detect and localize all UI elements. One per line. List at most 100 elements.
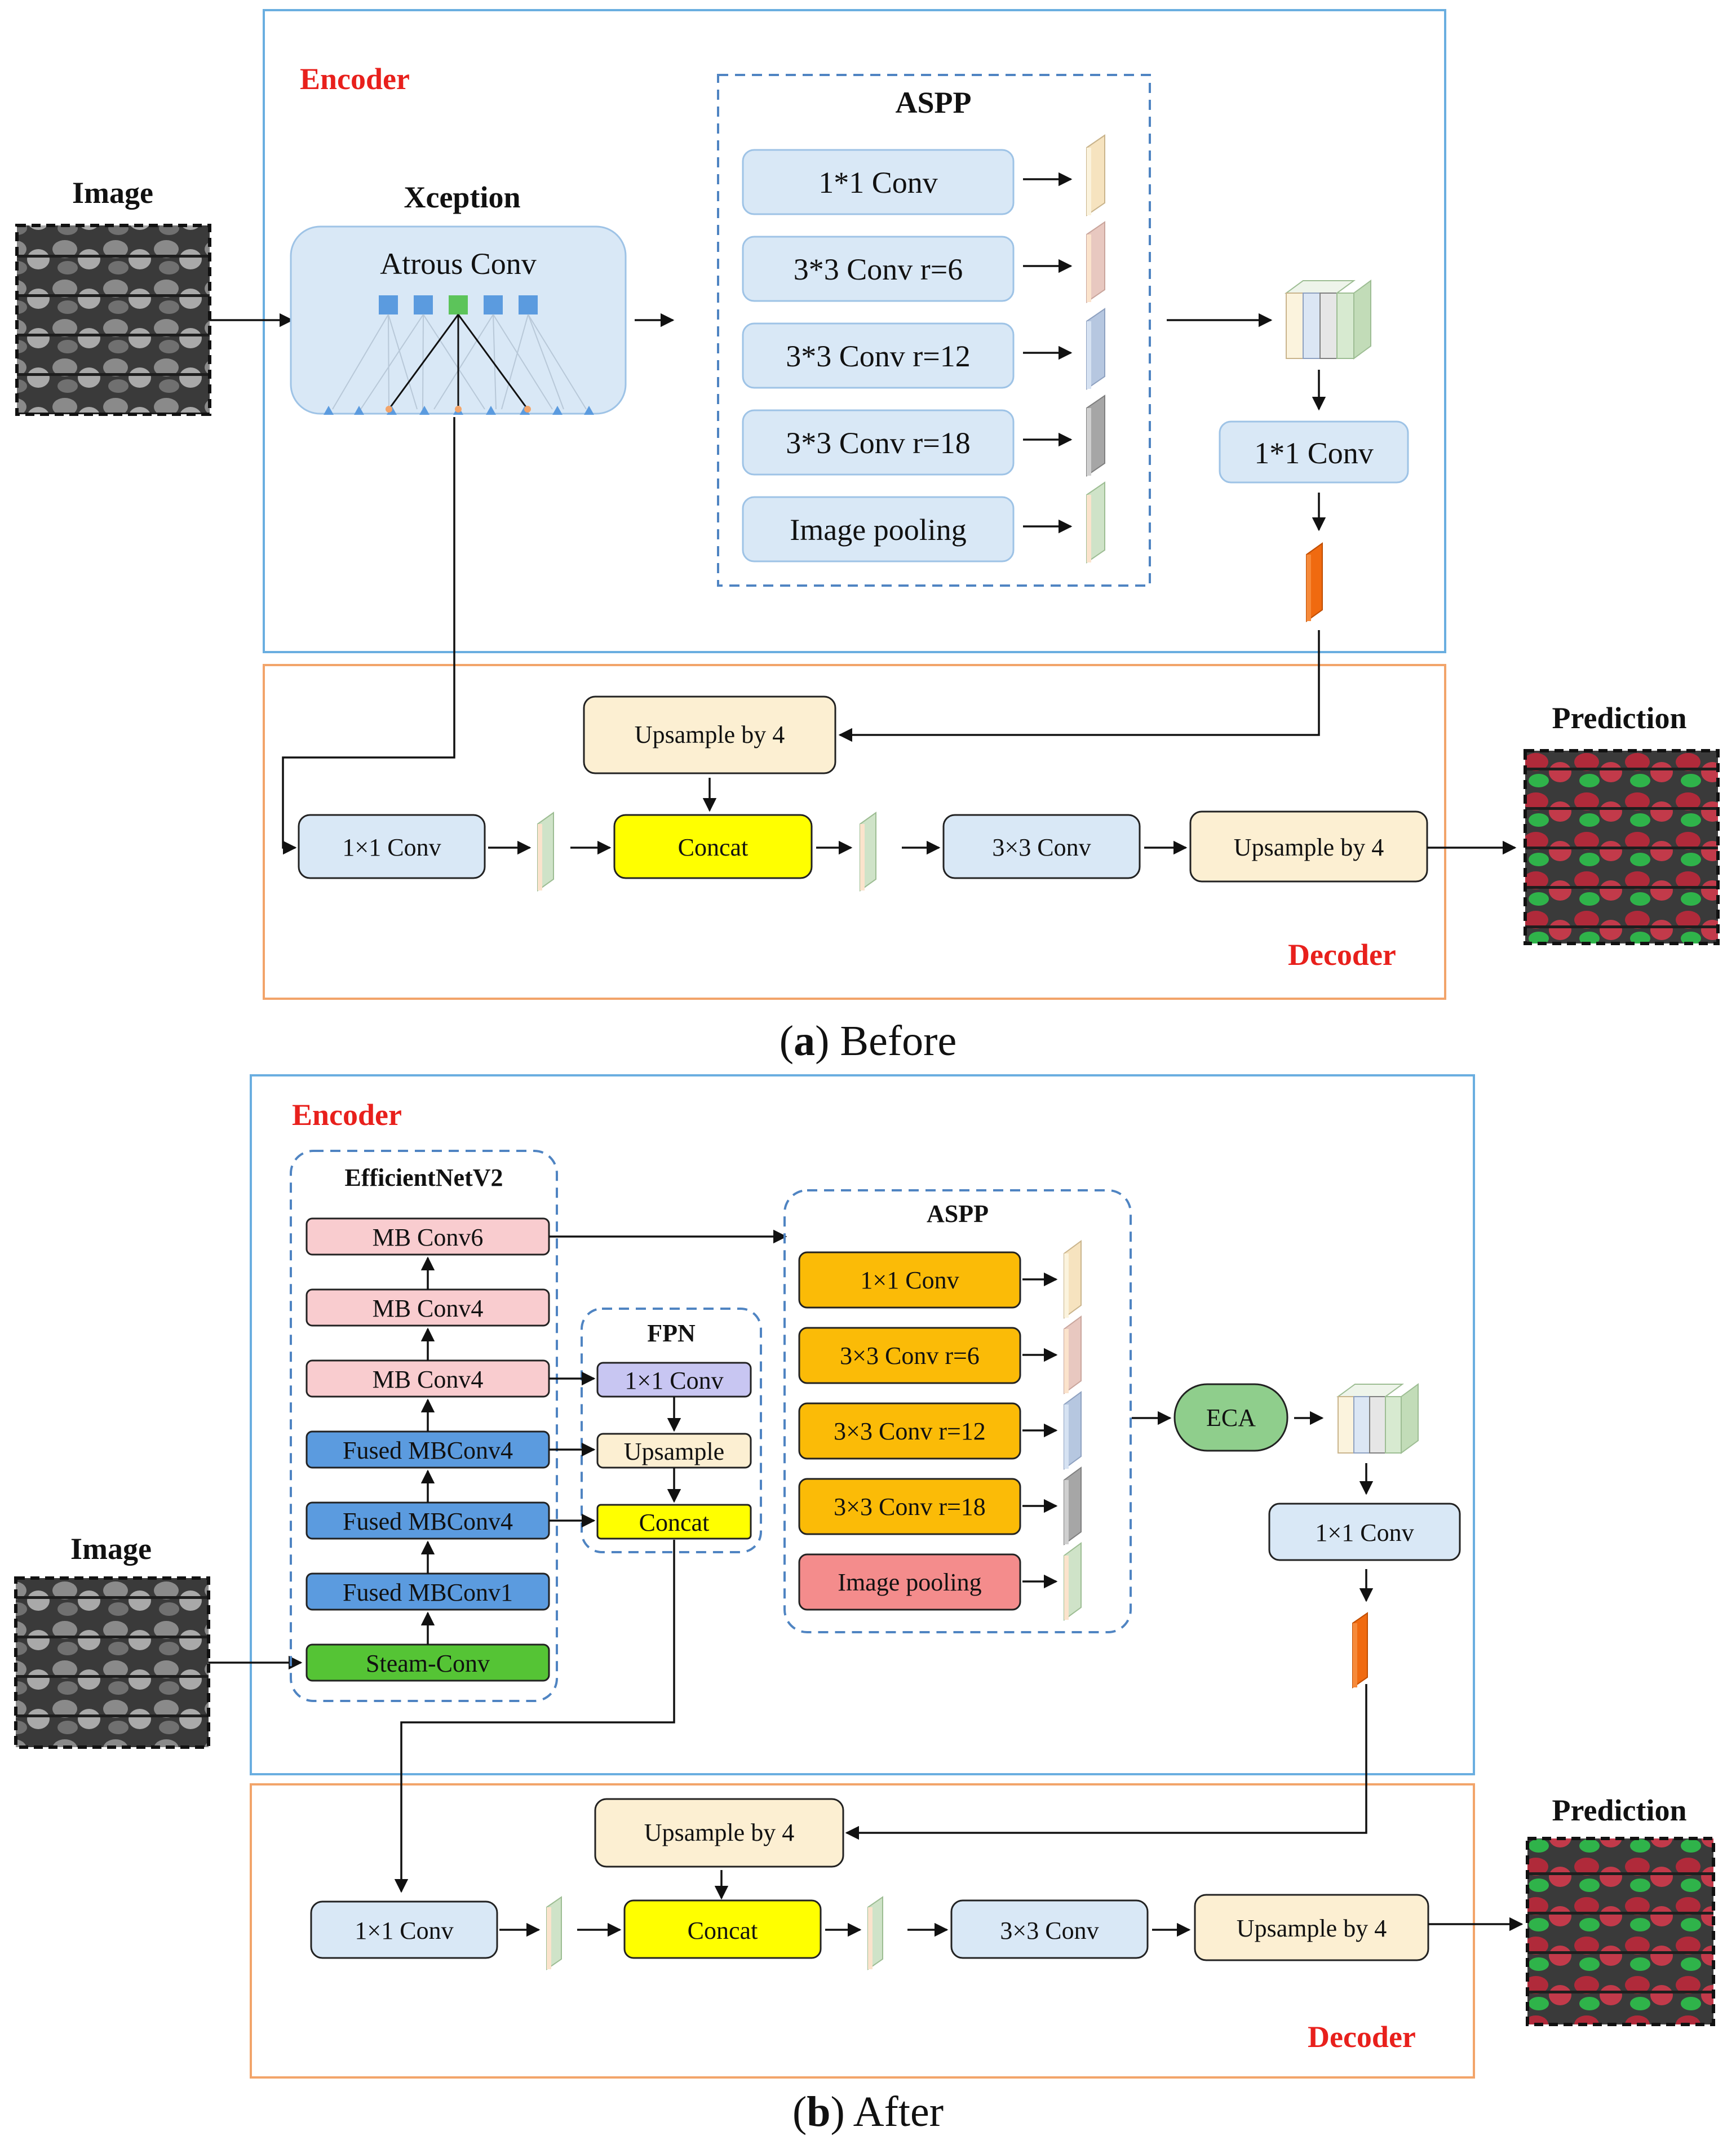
encoder-to-upsample-arrow xyxy=(838,630,1320,742)
encoder-panel xyxy=(250,1074,1475,1775)
aspp-1x1-conv-label: 1*1 Conv xyxy=(818,166,938,200)
input-image xyxy=(15,224,211,416)
prediction-label: Prediction xyxy=(1552,1793,1687,1827)
low-level-skip-arrow xyxy=(282,417,455,855)
caption-a: (a) Before xyxy=(780,1017,956,1065)
input-image xyxy=(14,1576,210,1749)
eca-block xyxy=(1173,1383,1288,1452)
prediction-image xyxy=(1524,749,1720,945)
decoder-3x3-conv-label: 3×3 Conv xyxy=(1000,1917,1099,1944)
image-label: Image xyxy=(70,1532,152,1566)
upsample-by-4-out xyxy=(1189,810,1428,883)
aspp-image-pooling xyxy=(742,496,1015,562)
aspp-3x3-conv-r12 xyxy=(742,322,1015,389)
concatenated-feature-stack xyxy=(1336,1383,1419,1454)
fpn-group xyxy=(581,1308,762,1553)
concat-block xyxy=(623,1899,822,1959)
aspp-3x3-conv-r6 xyxy=(742,236,1015,302)
panel-a: Encoder Decoder Image Xception Atrous Co… xyxy=(15,9,1720,1065)
caption-b: (b) After xyxy=(792,2088,944,2135)
aspp-branch-1: 1*1 Conv xyxy=(742,134,1105,216)
aspp-title: ASPP xyxy=(896,86,972,119)
encoder-title: Encoder xyxy=(292,1098,402,1132)
atrous-conv-glyph xyxy=(324,295,594,415)
aspp-branch-2: 3*3 Conv r=6 xyxy=(742,221,1105,303)
image-label: Image xyxy=(72,176,153,210)
low-level-1x1-conv xyxy=(298,814,486,879)
low-level-1x1-conv xyxy=(310,1900,498,1959)
fpn-upsample-label: Upsample xyxy=(624,1438,724,1465)
aspp-3x3-conv-r12 xyxy=(798,1402,1021,1460)
backbone-title: EfficientNetV2 xyxy=(344,1164,503,1191)
mb-conv4-lower-label: MB Conv4 xyxy=(373,1366,484,1393)
decoder-panel xyxy=(263,664,1446,1000)
aspp-branch-2: 3×3 Conv r=6 xyxy=(798,1315,1082,1394)
decoder-panel xyxy=(250,1783,1475,2079)
fpn-concat-label: Concat xyxy=(639,1509,710,1536)
aspp-3x3-conv-r6-label: 3*3 Conv r=6 xyxy=(794,252,963,286)
upsample-by-4-out-label: Upsample by 4 xyxy=(1234,834,1384,861)
aspp-image-pooling-label: Image pooling xyxy=(790,513,966,547)
concat-block xyxy=(613,814,813,879)
eca-label: ECA xyxy=(1206,1404,1256,1432)
aspp-title: ASPP xyxy=(927,1200,989,1228)
decoder-title: Decoder xyxy=(1308,2020,1416,2054)
concatenated-feature-stack xyxy=(1284,280,1371,360)
aspp-branch-4: 3*3 Conv r=18 xyxy=(742,395,1105,477)
aspp-1x1-conv xyxy=(742,149,1015,215)
post-aspp-1x1-conv xyxy=(1219,420,1409,484)
aspp-3x3-conv-r6-label: 3×3 Conv r=6 xyxy=(840,1342,980,1370)
fpn-title: FPN xyxy=(647,1319,696,1347)
upsample-by-4-top-label: Upsample by 4 xyxy=(635,721,785,748)
aspp-image-pooling xyxy=(798,1553,1021,1611)
fpn-1x1-conv-label: 1×1 Conv xyxy=(625,1367,723,1394)
aspp-3x3-conv-r18-label: 3×3 Conv r=18 xyxy=(834,1493,986,1521)
aspp-branch-3: 3*3 Conv r=12 xyxy=(742,308,1105,390)
post-aspp-1x1-conv-label: 1*1 Conv xyxy=(1254,436,1374,470)
decoder-3x3-conv-label: 3×3 Conv xyxy=(992,834,1091,861)
upsample-by-4-out xyxy=(1194,1894,1429,1961)
upsample-by-4-top xyxy=(583,695,836,774)
post-aspp-1x1-conv-label: 1×1 Conv xyxy=(1315,1519,1414,1547)
encoder-panel xyxy=(263,9,1446,653)
aspp-3x3-conv-r18-label: 3*3 Conv r=18 xyxy=(786,426,970,460)
upsample-by-4-top xyxy=(594,1798,844,1868)
aspp-3x3-conv-r18 xyxy=(798,1478,1021,1535)
concat-label: Concat xyxy=(678,834,749,861)
fused-mbconv4-lower-label: Fused MBConv4 xyxy=(343,1508,513,1535)
prediction-image xyxy=(1526,1837,1715,2026)
fpn-skip-arrow xyxy=(394,1540,675,1893)
aspp-branch-5: Image pooling xyxy=(798,1542,1082,1621)
low-level-1x1-conv-label: 1×1 Conv xyxy=(342,834,441,861)
atrous-conv-label: Atrous Conv xyxy=(380,247,537,281)
aspp-3x3-conv-r18 xyxy=(742,409,1015,476)
decoder-3x3-conv xyxy=(942,814,1141,879)
efficientnetv2-group xyxy=(290,1150,558,1702)
aspp-1x1-conv-label: 1×1 Conv xyxy=(860,1266,959,1294)
aspp-branch-5: Image pooling xyxy=(742,481,1105,564)
concat-label: Concat xyxy=(688,1917,758,1944)
mb-conv6-label: MB Conv6 xyxy=(373,1224,484,1251)
mb-conv4-upper-label: MB Conv4 xyxy=(373,1295,484,1322)
aspp-3x3-conv-r12-label: 3×3 Conv r=12 xyxy=(834,1417,986,1445)
backbone-title: Xception xyxy=(404,180,521,214)
panel-b: Encoder Decoder Image EfficientNetV2 MB … xyxy=(14,1074,1715,2135)
post-aspp-1x1-conv xyxy=(1268,1503,1461,1561)
decoder-3x3-conv xyxy=(950,1899,1149,1959)
fused-mbconv4-upper-label: Fused MBConv4 xyxy=(343,1437,513,1464)
fused-mbconv1-label: Fused MBConv1 xyxy=(343,1579,513,1606)
steam-conv-label: Steam-Conv xyxy=(366,1650,490,1677)
prediction-label: Prediction xyxy=(1552,701,1687,735)
decoder-title: Decoder xyxy=(1288,938,1396,972)
aspp-1x1-conv xyxy=(798,1251,1021,1309)
aspp-group xyxy=(783,1189,1132,1633)
upsample-by-4-out-label: Upsample by 4 xyxy=(1237,1915,1387,1942)
encoder-title: Encoder xyxy=(300,62,410,96)
aspp-branch-4: 3×3 Conv r=18 xyxy=(798,1466,1082,1545)
aspp-branch-3: 3×3 Conv r=12 xyxy=(798,1391,1082,1470)
aspp-image-pooling-label: Image pooling xyxy=(838,1569,981,1596)
aspp-branch-1: 1×1 Conv xyxy=(798,1240,1082,1319)
fpn-concat xyxy=(596,1504,752,1540)
aspp-group xyxy=(717,74,1151,587)
